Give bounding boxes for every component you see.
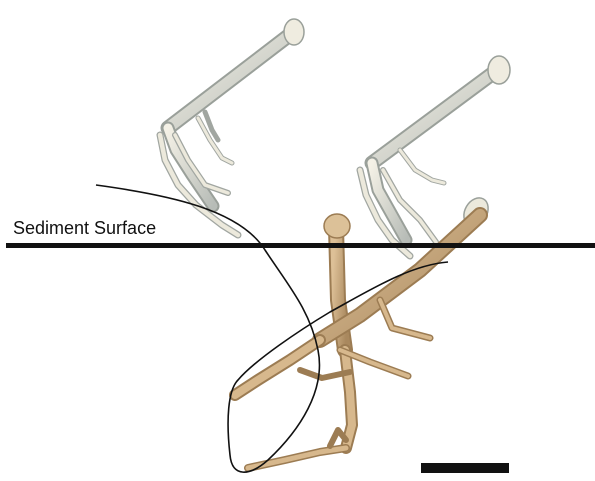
buried-left-knee: [324, 214, 350, 238]
upper-right-knee: [488, 56, 510, 84]
sediment-surface-line: [6, 243, 595, 248]
scale-bar: [421, 463, 509, 473]
buried-limbs: [235, 214, 480, 468]
upper-right-toe-3: [400, 150, 444, 183]
upper-right-limb: [360, 56, 510, 256]
upper-left-limb: [160, 19, 304, 235]
sediment-surface-label: Sediment Surface: [13, 218, 156, 239]
upper-left-knee: [284, 19, 304, 45]
